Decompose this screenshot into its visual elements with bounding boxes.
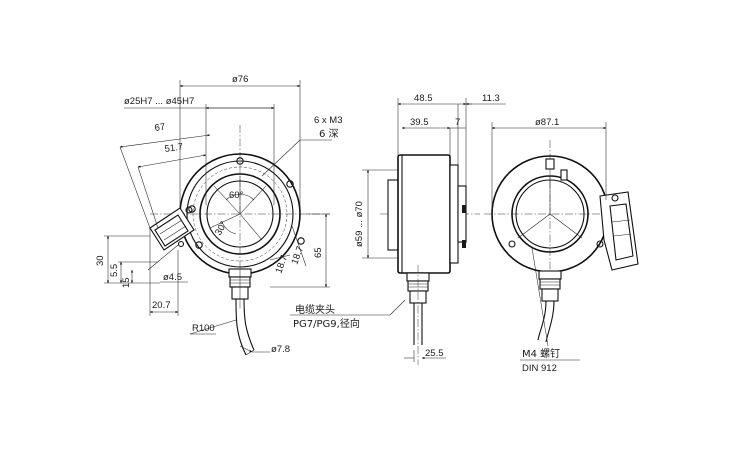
cable-gland-spec: PG7/PG9,径向 [293,317,360,330]
dim-18-7-b: 18.7 [289,245,306,266]
screw-hole [195,241,203,249]
dim-7: 7 [455,117,460,128]
cable-gland-label: 电缆夹头 [295,303,335,316]
cable-gland-front [228,268,252,300]
dim-bore-range: ø25H7 ... ø45H7 [124,96,194,107]
dim-20-7: 20.7 [152,300,171,311]
thread-label: 6 x M3 [314,115,343,126]
torque-bracket [149,206,195,251]
thread-depth-label: 6 深 [319,128,339,140]
dim-87-1: ø87.1 [535,117,559,128]
dim-15: 15 [121,277,132,288]
dim-5-5: 5.5 [109,264,120,277]
screw-hole [188,205,196,213]
dim-outer-diameter: ø76 [232,74,248,85]
dim-cable-diameter: ø7.8 [271,344,290,355]
screw-label: M4 螺钉 [522,348,560,360]
screw-standard: DIN 912 [522,363,557,374]
dim-67: 67 [154,122,166,134]
dim-25-5: 25.5 [425,348,444,359]
dim-11-3: 11.3 [482,93,500,104]
dim-39-5: 39.5 [410,117,429,128]
dim-hole-4-5: ø4.5 [163,272,182,283]
angle-label-a: 60° [229,190,244,201]
screw-hole [297,237,305,245]
dim-65: 65 [313,247,324,258]
front-view: 60° 30° [95,74,343,356]
dim-51-7: 51.7 [164,142,184,155]
dim-48-5: 48.5 [414,93,433,104]
screw-hole [236,157,244,165]
screw-hole [286,180,294,188]
dim-59-70: ø59 ... ø70 [354,201,365,247]
dim-30: 30 [95,255,106,266]
side-view: 48.5 11.3 39.5 7 ø59 ... ø70 25.5 电缆夹头 P… [290,93,506,365]
dim-bend-radius: R100 [192,323,215,334]
rear-view: ø87.1 M4 螺钉 DIN 912 [484,117,639,374]
dim-18-7-a: 18.7 [273,254,290,275]
angle-label-b: 30° [213,219,230,237]
